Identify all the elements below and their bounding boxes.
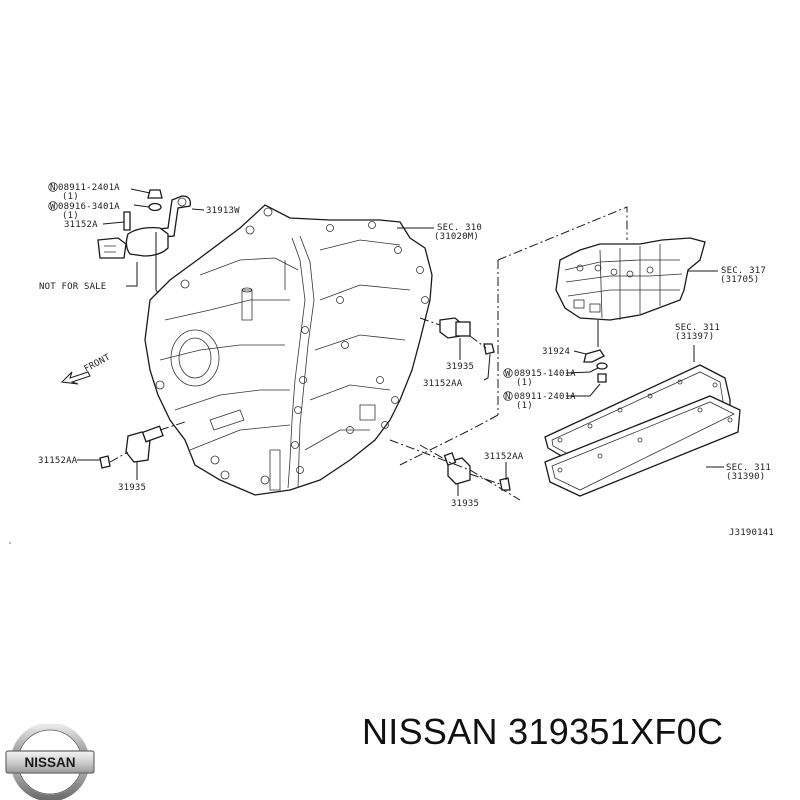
callout-ref: (31390) (726, 472, 765, 482)
callout-ref: (31397) (675, 332, 714, 342)
stray-dot (9, 542, 11, 544)
bracket-sensor-assembly (97, 189, 191, 299)
part-title: NISSAN 319351XF0C (362, 711, 724, 752)
bolt-bosses (155, 207, 429, 485)
assembly-guide-lines (389, 206, 628, 501)
callout-label: 08911-2401A (514, 392, 576, 402)
callout-labels: N 08911-2401A (1) W 08916-3401A (1) 3115… (38, 182, 774, 538)
front-label: FRONT (83, 352, 113, 374)
callout-label: 08916-3401A (58, 202, 120, 212)
front-direction-indicator: FRONT (60, 352, 113, 385)
callout-label: SEC. 311 (726, 463, 771, 473)
drawing-id: J3190141 (729, 528, 774, 538)
callout-label: 08911-2401A (58, 183, 120, 193)
callout-ref: (31020M) (434, 232, 479, 242)
callout-label: 31913W (206, 206, 240, 216)
callout-label: SEC. 310 (437, 223, 482, 233)
logo-wordmark: NISSAN (24, 755, 75, 770)
callout-label: 31152AA (423, 379, 463, 389)
nissan-logo: NISSAN (5, 724, 95, 800)
callout-label: 31152AA (38, 456, 78, 466)
callout-qty: (1) (516, 378, 533, 388)
symbol-w: W (505, 369, 511, 379)
bracket-31924 (583, 349, 608, 383)
oil-pan-gasket (544, 364, 741, 497)
callout-qty: (1) (62, 211, 79, 221)
callout-qty: (1) (516, 401, 533, 411)
callout-label: 31152A (64, 220, 98, 230)
valve-body (555, 237, 706, 347)
callout-qty: (1) (62, 192, 79, 202)
callout-label: SEC. 317 (721, 266, 766, 276)
sensor-31935-bottom (419, 444, 511, 496)
sensor-31935-upper-right (419, 317, 495, 381)
sensor-31935-left (77, 421, 186, 480)
callout-label: 31935 (446, 362, 474, 372)
transmission-case (144, 204, 433, 496)
callout-label: 31935 (451, 499, 479, 509)
callout-label: 31152AA (484, 452, 524, 462)
symbol-n: N (50, 183, 56, 193)
callout-label: 31924 (542, 347, 570, 357)
not-for-sale-label: NOT FOR SALE (39, 282, 106, 292)
leader-lines-top-left (102, 188, 205, 287)
leader-lines-right (397, 227, 724, 468)
callout-ref: (31705) (720, 275, 759, 285)
symbol-n: N (505, 392, 511, 402)
callout-label: SEC. 311 (675, 323, 720, 333)
symbol-w: W (50, 202, 56, 212)
callout-label: 08915-1401A (514, 369, 576, 379)
callout-label: 31935 (118, 483, 146, 493)
